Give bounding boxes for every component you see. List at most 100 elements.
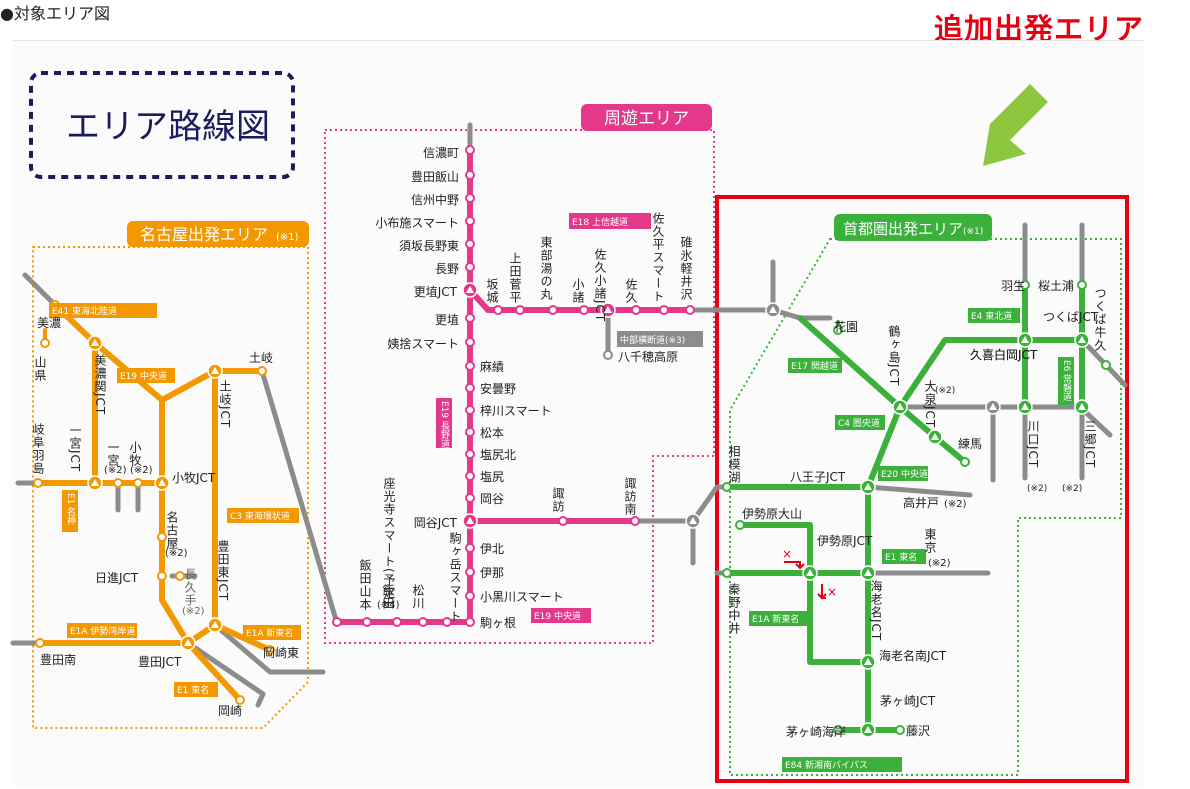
tag-box-e19-nagoya <box>117 368 175 383</box>
label-gifuhashima: 岐阜羽島 <box>31 423 45 475</box>
tag-e1a-isewan: E1A 伊勢湾岸道 <box>70 625 135 637</box>
nisshin-marker <box>157 571 167 581</box>
suwa-marker <box>558 516 568 526</box>
shuyu-area-border <box>324 129 715 644</box>
label-kukishiraoka-jct: 久喜白岡JCT <box>970 347 1038 362</box>
tag-box-e4 <box>968 308 1020 323</box>
tag-e19-chuo: E19 中央道 <box>534 610 581 622</box>
green-isehara-oyama <box>737 522 813 576</box>
label-kogurokawa: 小黒川スマート <box>480 590 564 604</box>
label-iida: 飯田 <box>381 583 395 610</box>
label-nagoya: 名古屋 <box>165 510 179 550</box>
yamagata-marker <box>40 338 50 348</box>
tsurugashima-jct-icon <box>896 403 904 410</box>
nagano-line-2-marker <box>465 193 475 203</box>
sakuramiya-marker <box>1077 280 1087 290</box>
label-suwaminami: 諏訪南 <box>623 476 637 516</box>
label-nagoya-note: (※2) <box>165 548 188 559</box>
komaki-ic-marker <box>133 478 143 488</box>
label-minoseki-jct: 美濃関JCT <box>93 354 107 416</box>
tag-box-e1a-shintomei-east <box>749 611 807 626</box>
joshinetsu-3-marker <box>579 305 589 315</box>
chuo-south-4-marker <box>442 617 452 627</box>
tag-e6: E6 常磐道 <box>1061 360 1072 402</box>
chuo-south-0-marker <box>332 617 342 627</box>
gaikan-gray-jct-icon <box>989 403 997 410</box>
shuyu-area-tab <box>581 104 712 131</box>
label-azumino: 安曇野 <box>480 381 516 396</box>
joshinetsu-0-marker <box>493 305 503 315</box>
tsukuba-jct-icon <box>1078 336 1086 343</box>
label-okazaki: 岡崎 <box>218 704 242 718</box>
tag-box-e1-tomei <box>174 682 218 697</box>
tag-c3: C3 東海環状道 <box>230 510 290 522</box>
label-komaki-note: (※2) <box>130 465 153 476</box>
label-usuikaruizawa: 碓氷軽井沢 <box>679 235 693 301</box>
isehara-oyama-marker <box>735 520 745 530</box>
hadano-marker <box>722 568 732 578</box>
gray-chuo-takaido <box>865 484 973 498</box>
nagano-south-0-marker <box>465 361 475 371</box>
nagano-line-4-marker <box>465 239 475 249</box>
gray-joshinetsu-jct-icon <box>769 306 777 313</box>
label-isehara-oyama: 伊勢原大山 <box>742 506 802 521</box>
chigasakikaigan-marker <box>833 725 843 735</box>
hachioji-jct-icon <box>864 483 872 490</box>
map-title-box <box>29 71 295 179</box>
label-toyota-jct: 豊田JCT <box>138 655 182 669</box>
joshinetsu-1-marker <box>515 305 525 315</box>
label-misato-jct: 三郷JCT <box>1083 420 1097 468</box>
label-suzakanaganohigashi: 須坂長野東 <box>399 239 459 253</box>
koshoku-south-1-marker <box>465 337 475 347</box>
nagano-south-2-marker <box>465 405 475 415</box>
label-obuse: 小布施スマート <box>375 216 459 230</box>
nagano-line-5-marker <box>465 262 475 272</box>
label-hanazono: 花園 <box>834 319 858 334</box>
joshinetsu-4-marker <box>631 305 641 315</box>
label-nagakute-note: (※2) <box>182 606 205 617</box>
label-oizumi-note: (※2) <box>935 386 955 396</box>
tag-box-chubu-odan <box>617 331 703 347</box>
nagoya-area-label: 名古屋出発エリア <box>140 225 268 244</box>
misato-jct-icon <box>1078 403 1086 410</box>
tag-e1a-shintomei: E1A 新東名 <box>246 627 293 639</box>
label-zakoji: 座光寺スマート(予定) <box>382 476 396 606</box>
label-hadano: 秦野中井 <box>727 583 741 635</box>
label-yamagata: 山県 <box>33 356 47 382</box>
nagano-south-5-marker <box>465 471 475 481</box>
koshoku-jct-icon <box>466 286 474 293</box>
tag-e19-nagano: E19 長野道 <box>439 401 450 449</box>
tag-e19-nagoya: E19 中央道 <box>120 370 167 382</box>
label-matsukawa: 松川 <box>411 584 425 610</box>
nagano-south-1-marker <box>465 383 475 393</box>
label-okaya: 岡谷 <box>480 492 504 506</box>
toki-ic-marker <box>257 366 267 376</box>
gray-chuo-east <box>632 518 696 566</box>
closed-mark-2: × <box>827 585 837 599</box>
pink-joshinetsu <box>467 287 693 313</box>
label-komaki: 小牧 <box>128 441 142 467</box>
label-komoro: 小諸 <box>571 278 585 304</box>
label-komagane: 駒ヶ根 <box>480 616 516 630</box>
yachiho-marker <box>603 350 613 360</box>
tag-box-e41 <box>49 303 157 318</box>
koshoku-south-0-marker <box>465 313 475 323</box>
label-toki: 土岐 <box>249 351 273 365</box>
chuo-south-3-marker <box>418 617 428 627</box>
orange-komaki-down <box>159 480 191 646</box>
tag-chubu-odan: 中部横断道(※3) <box>620 334 685 346</box>
label-hachioji-jct: 八王子JCT <box>790 470 846 484</box>
tag-box-e1-meishin <box>62 490 78 532</box>
orange-tomei <box>185 640 243 703</box>
label-misato-note: (※2) <box>1062 484 1082 494</box>
chigasaki-jct-icon <box>864 726 872 733</box>
oizumi-jct-icon <box>931 433 939 440</box>
nagoya-area-tab <box>127 221 309 247</box>
tag-box-e1-tomei-east <box>882 549 926 564</box>
ina-line-0-marker <box>465 543 475 553</box>
tag-e1-tomei-east: E1 東名 <box>885 551 917 563</box>
label-saku: 佐久 <box>624 278 638 304</box>
label-omi: 麻績 <box>480 359 504 374</box>
shuyu-area-label: 周遊エリア <box>604 109 689 129</box>
label-shinanomachi: 信濃町 <box>423 146 459 160</box>
